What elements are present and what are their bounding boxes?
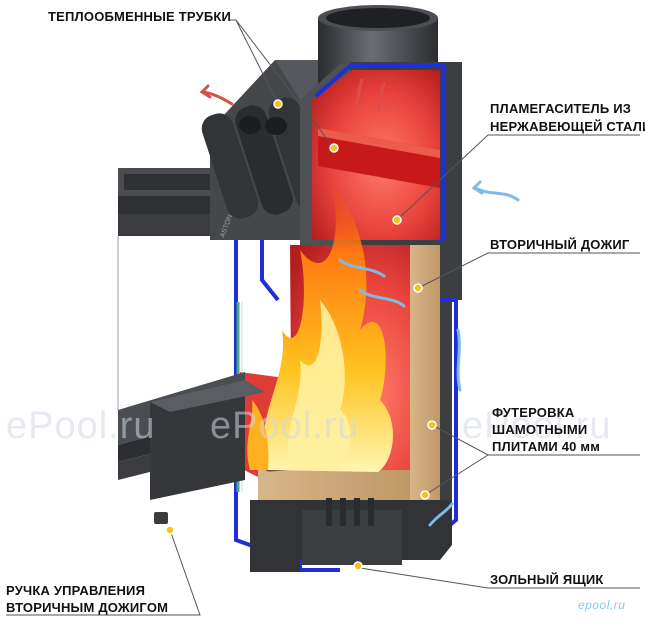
leader-lines (6, 19, 640, 616)
watermark-center: ePool.ru (210, 405, 360, 447)
label-secondary-burn: ВТОРИЧНЫЙ ДОЖИГ (490, 237, 630, 252)
flue-chamber (312, 70, 440, 240)
label-lining-3: ПЛИТАМИ 40 мм (492, 439, 601, 454)
brand-mark: epool.ru (578, 598, 626, 612)
lower-body (118, 372, 265, 500)
secondary-burn-handle (154, 512, 168, 524)
label-heat-tubes: ТЕПЛООБМЕННЫЕ ТРУБКИ (48, 9, 232, 24)
chamotte-lining (258, 245, 440, 505)
label-handle-2: ВТОРИЧНЫМ ДОЖИГОМ (6, 600, 169, 615)
label-lining-1: ФУТЕРОВКА (492, 405, 575, 420)
label-lining-2: ШАМОТНЫМИ (492, 422, 588, 437)
airflow-arrows (199, 78, 520, 527)
watermark-left: ePool.ru (6, 405, 156, 447)
label-flame-arrester-2: НЕРЖАВЕЮЩЕЙ СТАЛИ (490, 119, 645, 134)
grate (326, 498, 374, 526)
label-handle-1: РУЧКА УПРАВЛЕНИЯ (6, 583, 146, 598)
ash-box (250, 500, 452, 572)
flames (247, 180, 393, 472)
label-ash-box: ЗОЛЬНЫЙ ЯЩИК (490, 572, 604, 587)
watermark-right: ePool.ru (462, 405, 612, 447)
marker-dots (165, 99, 437, 571)
label-flame-arrester-1: ПЛАМЕГАСИТЕЛЬ ИЗ (490, 101, 632, 116)
